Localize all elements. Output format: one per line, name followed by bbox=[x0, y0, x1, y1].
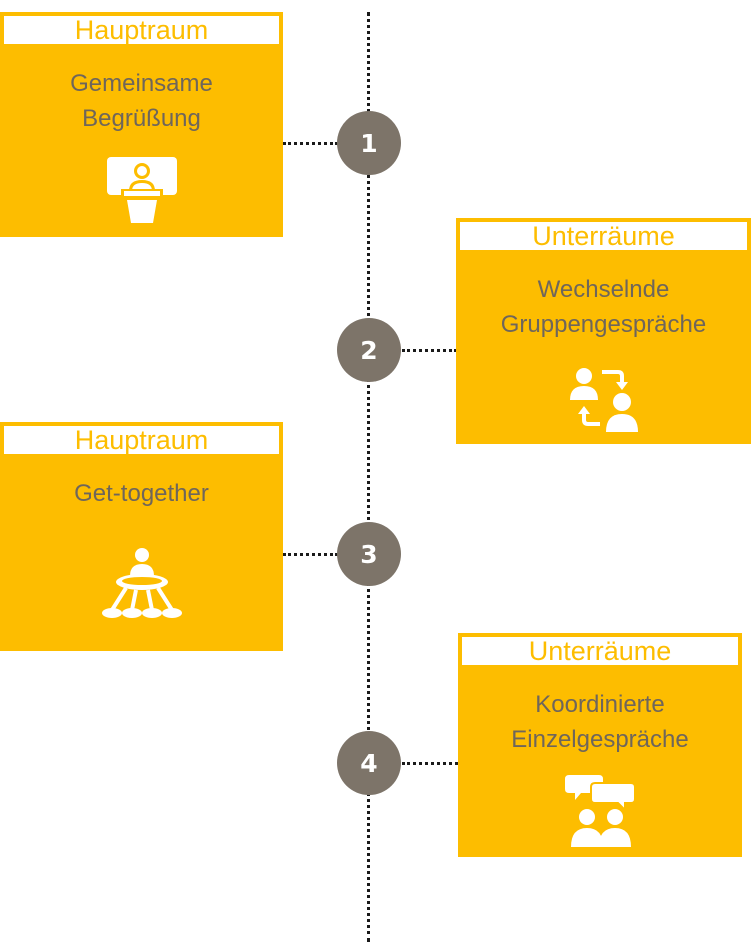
connector-4 bbox=[402, 762, 458, 765]
card-title-text: Gemeinsame Begrüßung bbox=[70, 70, 213, 132]
step-circle-1: 1 bbox=[337, 111, 401, 175]
card-header: Hauptraum bbox=[4, 16, 279, 44]
card-individual-talks: Unterräume Koordinierte Einzelgespräche bbox=[458, 633, 742, 857]
step-circle-4: 4 bbox=[337, 731, 401, 795]
card-header: Hauptraum bbox=[4, 426, 279, 454]
card-title-text: Get-together bbox=[74, 480, 209, 507]
chat-people-icon bbox=[565, 775, 635, 847]
round-table-meeting-icon bbox=[101, 548, 182, 618]
card-title-text: Koordinierte Einzelgespräche bbox=[511, 691, 689, 753]
card-get-together: Hauptraum Get-together bbox=[0, 422, 283, 651]
card-title-text: Wechselnde Gruppengespräche bbox=[500, 276, 707, 338]
connector-1 bbox=[283, 142, 338, 145]
podium-speaker-icon bbox=[106, 157, 177, 223]
card-title: Koordinierte Einzelgespräche bbox=[464, 687, 736, 757]
card-title: Wechselnde Gruppengespräche bbox=[462, 272, 745, 342]
people-exchange-icon bbox=[569, 368, 638, 432]
card-header: Unterräume bbox=[462, 637, 738, 665]
connector-3 bbox=[283, 553, 338, 556]
timeline-line bbox=[367, 12, 370, 942]
card-title: Gemeinsame Begrüßung bbox=[6, 66, 277, 136]
card-group-talks: Unterräume Wechselnde Gruppengespräche bbox=[456, 218, 751, 444]
card-header: Unterräume bbox=[460, 222, 747, 250]
step-circle-2: 2 bbox=[337, 318, 401, 382]
card-welcome: Hauptraum Gemeinsame Begrüßung bbox=[0, 12, 283, 237]
step-circle-3: 3 bbox=[337, 522, 401, 586]
connector-2 bbox=[402, 349, 457, 352]
card-title: Get-together bbox=[6, 476, 277, 511]
